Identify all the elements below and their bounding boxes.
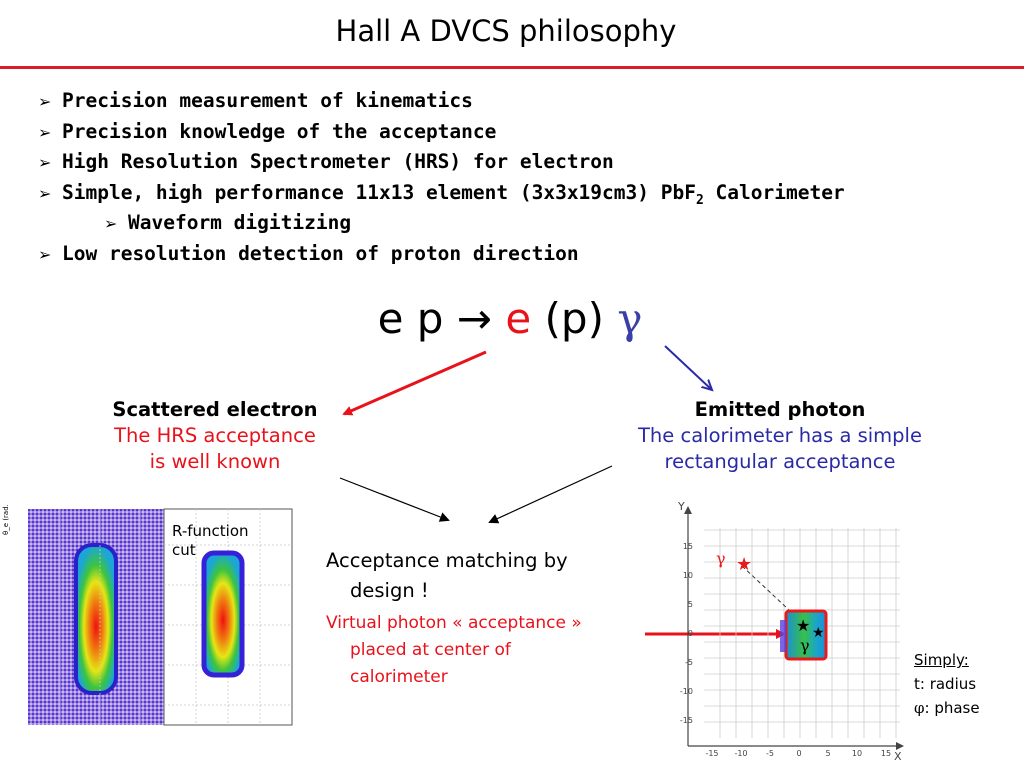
- calorimeter-plot: Y X 15 10 5 0 -5 -10 -15 -15 -10 -5 0 5 …: [677, 500, 904, 763]
- gamma-outside-label: γ: [716, 549, 726, 568]
- matching-line: design !: [350, 579, 429, 602]
- calo-y-tick: 5: [688, 600, 693, 609]
- bullet-item: ➢Low resolution detection of proton dire…: [38, 239, 845, 270]
- bullet-item: ➢Precision measurement of kinematics: [38, 86, 845, 117]
- virtual-photon-text: Virtual photon « acceptance » placed at …: [326, 610, 666, 691]
- arrow-bullet-icon: ➢: [38, 244, 52, 264]
- hrs-to-matching-arrow: [339, 477, 450, 522]
- electron-desc-line: is well known: [149, 450, 281, 473]
- photon-symbol: γ: [617, 294, 643, 343]
- title-divider: [0, 66, 1024, 69]
- calo-x-tick: 0: [796, 749, 801, 758]
- calo-y-tick: -10: [680, 687, 693, 696]
- photon-desc-line: rectangular acceptance: [664, 450, 896, 473]
- calo-y-tick: 10: [683, 571, 693, 580]
- calo-y-tick: -5: [685, 658, 693, 667]
- calo-x-tick: 10: [852, 749, 862, 758]
- arrow-bullet-icon: ➢: [38, 92, 52, 111]
- hrs-cut-shape: [201, 550, 245, 678]
- electron-arrow: [342, 350, 487, 416]
- simply-line: t: radius: [914, 675, 977, 693]
- bullet-item: ➢High Resolution Spectrometer (HRS) for …: [38, 147, 845, 178]
- slide-title: Hall A DVCS philosophy: [335, 14, 677, 48]
- simply-line: φ: phase: [914, 699, 980, 717]
- calo-x-tick: -5: [766, 749, 774, 758]
- calo-y-tick: 15: [683, 542, 693, 551]
- virtual-line: Virtual photon « acceptance »: [326, 613, 582, 633]
- electron-desc-line: The HRS acceptance: [114, 424, 316, 447]
- hrs-y-axis-label: θ_e (rad.): [2, 505, 10, 535]
- star-outside-icon: ★: [736, 554, 752, 575]
- arrow-bullet-icon: ➢: [104, 214, 118, 233]
- star-inside-icon: ★: [796, 616, 810, 635]
- photon-arrow: [664, 345, 712, 390]
- calo-x-tick: 5: [825, 749, 830, 758]
- arrow-bullet-icon: ➢: [38, 183, 52, 203]
- calo-x-tick: -15: [705, 749, 718, 758]
- bullet-item: ➢Simple, high performance 11x13 element …: [38, 180, 845, 208]
- matching-line: Acceptance matching by: [326, 549, 568, 572]
- simply-heading: Simply:: [914, 651, 969, 669]
- calo-y-axis-label: Y: [677, 500, 685, 513]
- photon-block: Emitted photon The calorimeter has a sim…: [598, 398, 962, 477]
- reaction-equation: e p → e (p) γ: [377, 294, 643, 343]
- photon-heading: Emitted photon: [694, 398, 866, 421]
- virtual-line: calorimeter: [350, 667, 448, 687]
- arrow-bullet-icon: ➢: [38, 153, 52, 172]
- gamma-inside-label: γ: [800, 636, 810, 655]
- calo-y-tick: -15: [680, 716, 693, 725]
- photon-desc-line: The calorimeter has a simple: [638, 424, 922, 447]
- arrow-bullet-icon: ➢: [38, 122, 52, 142]
- scattered-electron-symbol: e: [505, 294, 532, 343]
- calo-y-tick: 0: [688, 629, 693, 638]
- calo-x-axis-label: X: [894, 750, 902, 763]
- electron-heading: Scattered electron: [112, 398, 318, 421]
- matching-text: Acceptance matching by design !: [326, 546, 646, 606]
- star-inside-icon: ★: [812, 625, 825, 641]
- r-function-label: R-function cut: [172, 522, 249, 559]
- electron-block: Scattered electron The HRS acceptance is…: [60, 398, 370, 477]
- calorimeter-halo: [780, 620, 786, 652]
- bullet-item: ➢Precision knowledge of the acceptance: [38, 117, 845, 148]
- virtual-line: placed at center of: [350, 640, 511, 660]
- calo-x-tick: -10: [734, 749, 747, 758]
- hrs-acceptance-plot: θ_e (rad.): [0, 505, 300, 727]
- simply-note: Simply: t: radius φ: phase: [914, 648, 980, 720]
- bullet-item-sub: ➢Waveform digitizing: [38, 208, 845, 239]
- calo-to-matching-arrow: [488, 465, 613, 524]
- calo-x-tick: 15: [881, 749, 891, 758]
- hrs-raw-hotspot: [74, 543, 118, 695]
- bullet-list: ➢Precision measurement of kinematics ➢Pr…: [38, 86, 845, 269]
